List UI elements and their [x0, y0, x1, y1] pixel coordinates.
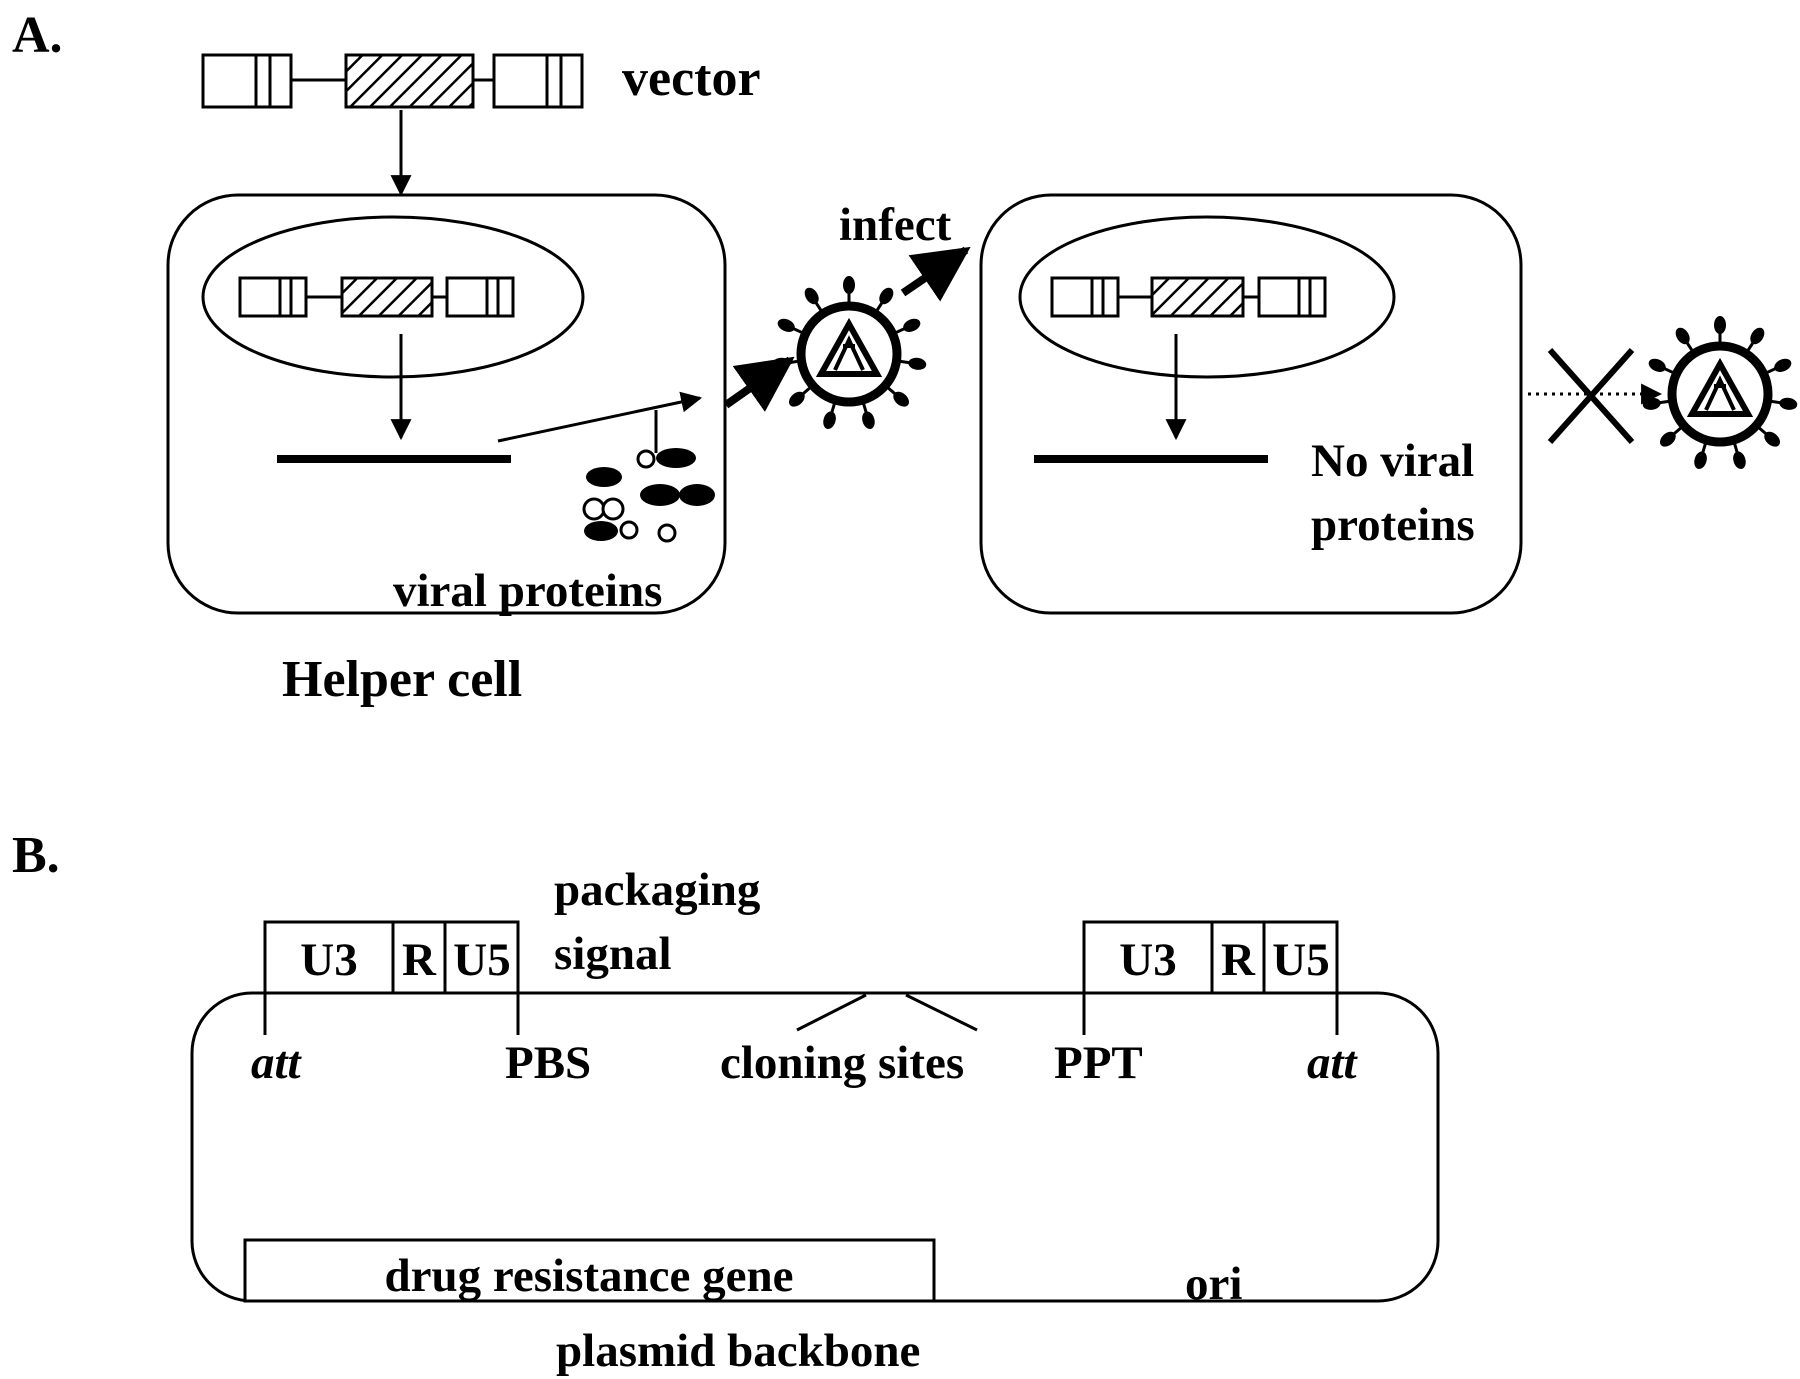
viral-proteins-cluster	[582, 448, 715, 543]
helper-cell	[166, 193, 727, 615]
panel-b-label: B.	[12, 827, 60, 884]
left-ltr	[263, 920, 520, 995]
helper-viral-proteins-label: viral proteins	[393, 565, 662, 617]
infect-label: infect	[839, 199, 952, 251]
plasmid-backbone-label: plasmid backbone	[556, 1325, 920, 1377]
right-ltr	[1082, 920, 1339, 995]
no-viral-proteins-line1: No viral	[1311, 435, 1474, 487]
att-left-label: att	[251, 1037, 303, 1089]
blocked-virus-particle	[1642, 316, 1798, 470]
packaging-signal-line2: signal	[554, 928, 672, 980]
att-right-label: att	[1307, 1037, 1359, 1089]
helper-cell-label: Helper cell	[282, 651, 522, 708]
cloning-sites-pointer	[796, 993, 978, 1032]
vector-construct	[201, 53, 584, 109]
rna-to-packaging-arrow	[497, 391, 703, 443]
panel-a-label: A.	[12, 7, 63, 64]
helper-nucleus	[201, 215, 585, 379]
drug-resistance-label: drug resistance gene	[384, 1250, 793, 1302]
right-ltr-r: R	[1221, 934, 1256, 986]
right-ltr-u3: U3	[1119, 934, 1176, 986]
left-ltr-u5: U5	[453, 934, 510, 986]
vector-label: vector	[622, 50, 761, 107]
infect-arrow	[900, 246, 971, 302]
left-ltr-r: R	[402, 934, 437, 986]
target-nucleus	[1018, 215, 1396, 379]
target-provirus	[1050, 276, 1327, 318]
packaging-signal-line1: packaging	[554, 864, 761, 916]
cloning-sites-label: cloning sites	[720, 1037, 964, 1089]
right-ltr-u5: U5	[1272, 934, 1329, 986]
target-cell	[979, 193, 1523, 615]
ppt-label: PPT	[1054, 1037, 1143, 1089]
blocked-cross-icon	[1547, 348, 1635, 444]
ori-label: ori	[1185, 1258, 1242, 1310]
pbs-label: PBS	[505, 1037, 591, 1089]
virus-particle	[771, 276, 927, 430]
left-ltr-u3: U3	[300, 934, 357, 986]
drug-resistance-gene-box	[243, 1238, 936, 1303]
helper-provirus	[238, 276, 515, 318]
no-viral-proteins-line2: proteins	[1311, 499, 1475, 551]
